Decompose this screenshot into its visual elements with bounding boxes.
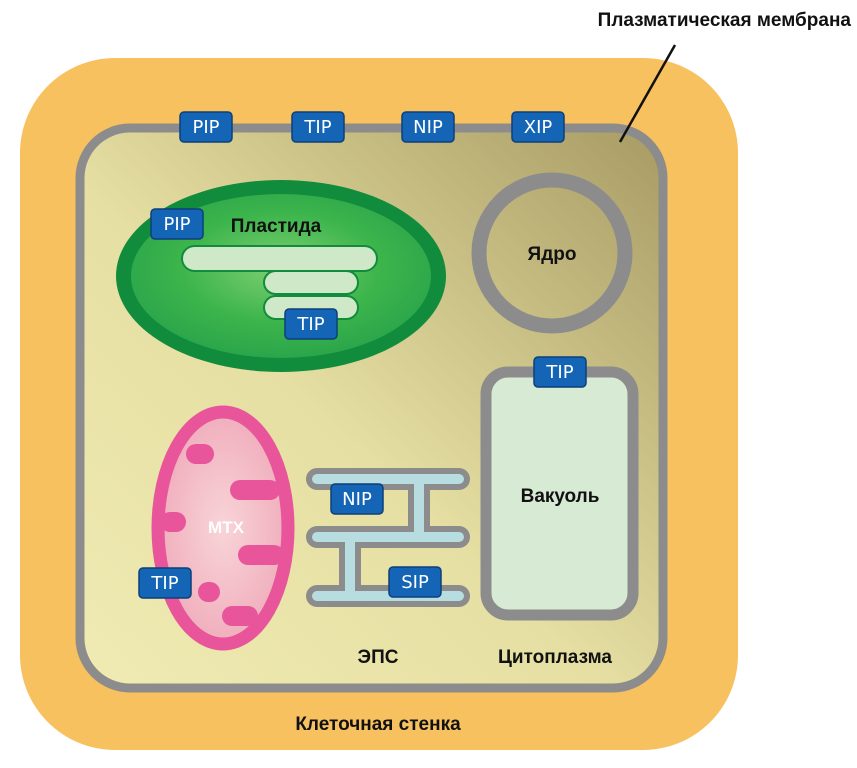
tag-membrane-xip-label: XIP	[524, 117, 553, 138]
tag-mitochondrion-tip-label: TIP	[150, 573, 178, 594]
tag-vacuole-tip: TIP	[533, 356, 587, 388]
plasma-membrane-leader-line	[618, 44, 677, 143]
crista-5	[198, 582, 220, 602]
tag-membrane-pip-label: PIP	[192, 117, 219, 138]
tag-membrane-tip: TIP	[291, 111, 345, 143]
tag-membrane-pip: PIP	[179, 111, 233, 143]
tag-er-sip: SIP	[388, 566, 442, 598]
er-label: ЭПС	[358, 647, 399, 668]
tag-er-nip-label: NIP	[342, 489, 372, 510]
tag-membrane-nip: NIP	[401, 111, 455, 143]
thylakoid-2	[263, 270, 359, 295]
tag-plastid-tip-label: TIP	[296, 314, 324, 335]
crista-6	[222, 606, 258, 626]
crista-3	[160, 512, 186, 532]
tag-er-nip: NIP	[330, 483, 384, 515]
tag-er-sip-label: SIP	[401, 572, 429, 593]
tag-membrane-tip-label: TIP	[303, 117, 331, 138]
cytoplasm-label: Цитоплазма	[498, 647, 612, 668]
tag-membrane-nip-label: NIP	[413, 117, 443, 138]
tag-plastid-tip: TIP	[284, 308, 338, 340]
mitochondrion-label: МТХ	[208, 518, 245, 537]
tag-plastid-pip: PIP	[150, 208, 204, 240]
tag-vacuole-tip-label: TIP	[545, 362, 573, 383]
nucleus	[471, 172, 633, 334]
crista-4	[238, 545, 284, 565]
thylakoid-1	[181, 245, 378, 272]
vacuole-label: Вакуоль	[521, 486, 600, 507]
plasma-membrane-label: Плазматическая мембрана	[598, 10, 852, 31]
tag-plastid-pip-label: PIP	[163, 214, 190, 235]
nucleus-label: Ядро	[528, 244, 577, 265]
crista-1	[186, 444, 214, 464]
cell-wall-label: Клеточная стенка	[295, 714, 461, 735]
tag-membrane-xip: XIP	[511, 111, 565, 143]
tag-mitochondrion-tip: TIP	[138, 567, 192, 599]
crista-2	[230, 480, 280, 500]
plastid-label: Пластида	[231, 216, 322, 237]
